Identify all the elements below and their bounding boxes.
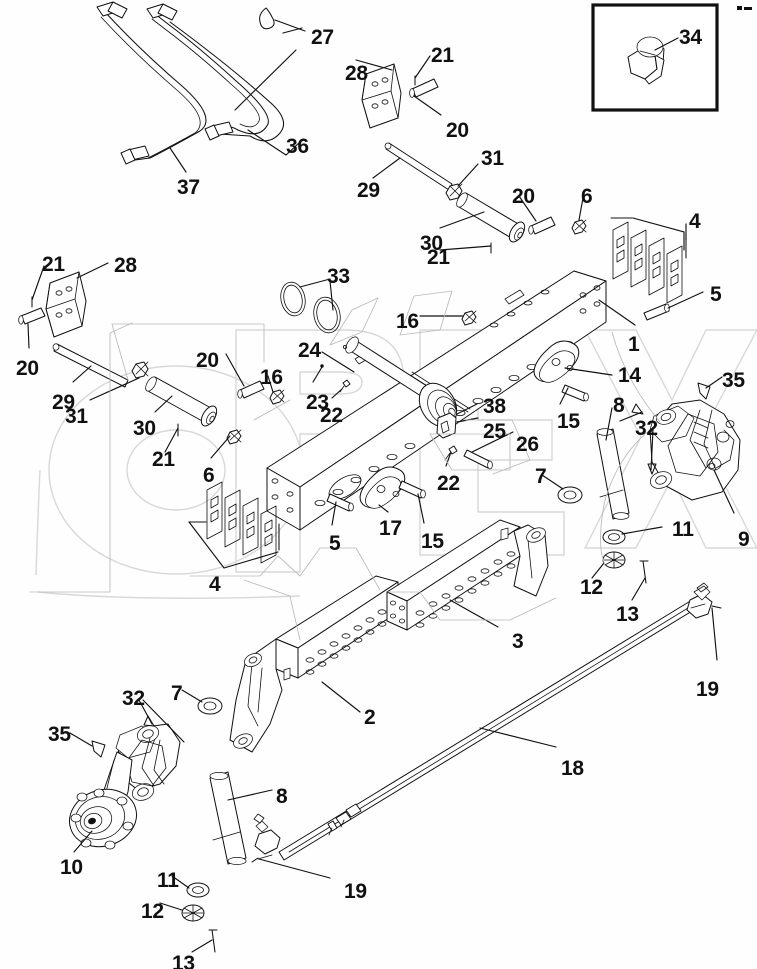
callout-number-21-pin: 21 xyxy=(42,253,65,276)
callout-number-15-bolt: 15 xyxy=(557,410,580,433)
callout-number-30-cylinder-tube: 30 xyxy=(420,232,443,255)
callout-number-28-bracket: 28 xyxy=(345,62,368,85)
callout-number-12-castle-nut: 12 xyxy=(580,576,603,599)
callout-number-12-castle-nut: 12 xyxy=(141,900,164,923)
pivot-link-14 xyxy=(533,340,613,383)
shim-pack-4-right xyxy=(610,217,687,304)
rod-29-cylinder-30-top xyxy=(372,142,587,254)
tie-rod-18 xyxy=(251,582,722,879)
callout-number-20-roll-pin: 20 xyxy=(512,185,535,208)
castle-nut-12-left xyxy=(181,904,205,922)
callout-number-23-plug: 23 xyxy=(306,391,329,414)
callout-number-7-washer: 7 xyxy=(535,465,547,488)
callout-number-20-roll-pin: 20 xyxy=(196,349,219,372)
hydraulic-hoses xyxy=(96,1,306,173)
callout-number-19-tie-rod-end: 19 xyxy=(696,678,719,701)
callout-number-22-screw: 22 xyxy=(320,404,343,427)
callout-number-32-spindle-assembly: 32 xyxy=(122,687,145,710)
axle-extensions-2-3 xyxy=(189,519,557,753)
callout-number-33-o-ring: 33 xyxy=(327,265,350,288)
callout-number-26-bolt: 26 xyxy=(516,433,539,456)
detail-inset-box xyxy=(591,3,719,112)
callout-number-21-pin: 21 xyxy=(427,246,450,269)
callout-number-8-cylinder: 8 xyxy=(276,785,288,808)
callout-number-21-pin: 21 xyxy=(431,44,454,67)
callout-number-22-screw: 22 xyxy=(437,472,460,495)
callout-number-16-nut: 16 xyxy=(396,310,419,333)
callout-number-10-left-hub-assembly: 10 xyxy=(60,856,83,879)
pivot-link-17 xyxy=(359,466,406,513)
callout-number-31-nut: 31 xyxy=(65,405,88,428)
callout-number-25-clamp: 25 xyxy=(483,420,506,443)
pivot-links-14-17 xyxy=(326,340,613,526)
callout-number-21-pin: 21 xyxy=(152,448,175,471)
left-hub-assembly-10 xyxy=(69,689,223,853)
callout-number-35-grease-fitting: 35 xyxy=(722,369,745,392)
callout-number-7-washer: 7 xyxy=(171,682,183,705)
callout-number-14-pivot-link: 14 xyxy=(618,364,641,387)
callout-number-8-cylinder: 8 xyxy=(613,394,625,417)
callout-number-31-nut: 31 xyxy=(481,147,504,170)
callout-number-29-rod: 29 xyxy=(52,391,75,414)
callout-number-9-right-hub-assembly: 9 xyxy=(738,528,750,551)
callout-number-1-main-axle-beam: 1 xyxy=(628,333,640,356)
clamp-25-bolt-26 xyxy=(429,412,531,475)
castle-nut-12-right xyxy=(602,551,626,569)
bracket-28-top xyxy=(355,55,442,129)
callout-number-6-nut: 6 xyxy=(203,464,215,487)
hex-cap-nut-34 xyxy=(627,36,665,85)
shim-pack-4-left xyxy=(188,481,280,569)
callout-number-38-hub-bearing: 38 xyxy=(483,395,506,418)
callout-number-13-cotter-pin: 13 xyxy=(172,952,195,969)
callout-number-18-tie-rod: 18 xyxy=(561,757,584,780)
callout-number-11-washer: 11 xyxy=(157,869,179,892)
tie-rod-end-left xyxy=(253,813,281,860)
o-rings-33-cyl-rod-24 xyxy=(253,278,477,421)
callout-number-34-hex-cap-nut: 34 xyxy=(679,26,702,49)
callout-number-28-bracket: 28 xyxy=(114,254,137,277)
right-hub-assembly-9 xyxy=(600,331,741,566)
callout-number-19-tie-rod-end: 19 xyxy=(344,880,367,903)
callout-number-3-axle-extension-right: 3 xyxy=(512,630,524,653)
callout-number-13-cotter-pin: 13 xyxy=(616,603,639,626)
callout-number-36-hydraulic-hose-long: 36 xyxy=(286,135,309,158)
cylinder-8-left xyxy=(159,771,273,953)
callout-number-35-grease-fitting: 35 xyxy=(48,723,71,746)
callout-number-15-bolt: 15 xyxy=(421,530,444,553)
callout-number-2-axle-extension-left: 2 xyxy=(364,706,376,729)
callout-number-16-nut: 16 xyxy=(260,366,283,389)
callout-number-27-cotter-clip: 27 xyxy=(311,26,334,49)
callout-number-4-shim-pack: 4 xyxy=(209,573,221,596)
callout-number-11-washer: 11 xyxy=(672,518,694,541)
callout-number-6-nut: 6 xyxy=(581,185,593,208)
corner-artifact xyxy=(737,6,752,10)
callout-number-32-spindle-assembly: 32 xyxy=(635,417,658,440)
callout-number-4-shim-pack: 4 xyxy=(689,210,701,233)
callout-number-30-cylinder-tube: 30 xyxy=(133,417,156,440)
callout-number-5-bolt: 5 xyxy=(710,283,722,306)
left-parts-cluster xyxy=(18,262,265,593)
callout-number-5-bolt: 5 xyxy=(329,532,341,555)
callout-number-37-hydraulic-hose-short: 37 xyxy=(177,176,200,199)
callout-number-17-link: 17 xyxy=(379,517,402,540)
callout-number-20-roll-pin: 20 xyxy=(16,357,39,380)
callout-number-20-roll-pin: 20 xyxy=(446,119,469,142)
callout-number-29-rod: 29 xyxy=(357,179,380,202)
callout-number-24-cylinder-rod: 24 xyxy=(298,339,321,362)
tie-rod-end-right xyxy=(686,582,713,619)
